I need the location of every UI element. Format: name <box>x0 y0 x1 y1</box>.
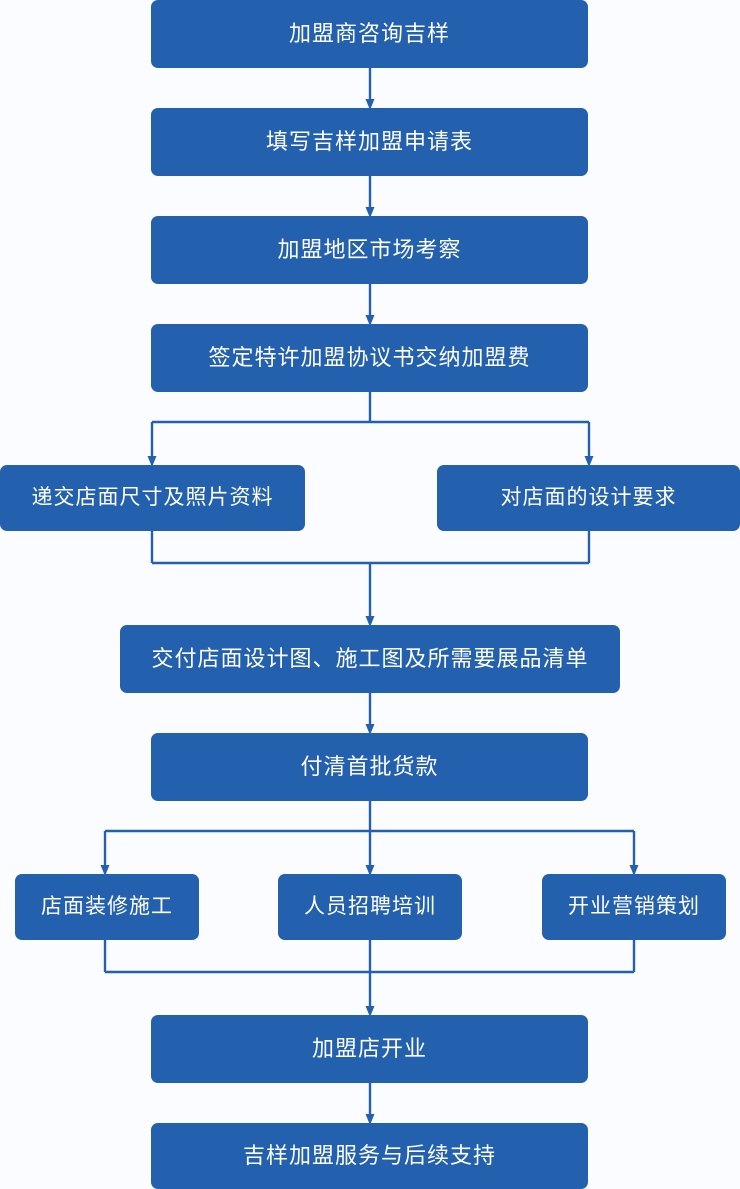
flow-node-step1-label: 加盟商咨询吉样 <box>288 20 450 46</box>
flow-node-step9[interactable]: 加盟店开业 <box>151 1015 588 1083</box>
flow-node-step7[interactable]: 付清首批货款 <box>151 733 588 801</box>
flow-node-step4-label: 签定特许加盟协议书交纳加盟费 <box>208 344 531 370</box>
flow-node-step8a[interactable]: 店面装修施工 <box>15 874 199 940</box>
flow-node-step5b[interactable]: 对店面的设计要求 <box>437 465 740 531</box>
flow-node-step8b-label: 人员招聘培训 <box>304 895 436 919</box>
flow-node-step8a-label: 店面装修施工 <box>41 895 173 919</box>
flow-node-step8c-label: 开业营销策划 <box>568 895 700 919</box>
flow-node-step10-label: 吉样加盟服务与后续支持 <box>242 1142 496 1168</box>
flow-node-step5b-label: 对店面的设计要求 <box>500 486 677 510</box>
flow-node-step6[interactable]: 交付店面设计图、施工图及所需要展品清单 <box>120 625 620 693</box>
flow-node-step2[interactable]: 填写吉样加盟申请表 <box>151 108 588 176</box>
flow-node-step5a-label: 递交店面尺寸及照片资料 <box>31 486 274 510</box>
flow-node-step2-label: 填写吉样加盟申请表 <box>265 128 473 154</box>
flow-node-step6-label: 交付店面设计图、施工图及所需要展品清单 <box>151 645 589 671</box>
flow-node-step3[interactable]: 加盟地区市场考察 <box>151 216 588 284</box>
flow-node-step5a[interactable]: 递交店面尺寸及照片资料 <box>0 465 305 531</box>
flow-node-step1[interactable]: 加盟商咨询吉样 <box>151 0 588 68</box>
flow-node-step9-label: 加盟店开业 <box>311 1035 427 1061</box>
flow-node-step8b[interactable]: 人员招聘培训 <box>278 874 462 940</box>
flow-node-step7-label: 付清首批货款 <box>300 753 439 779</box>
flow-node-step8c[interactable]: 开业营销策划 <box>542 874 726 940</box>
flow-node-step10[interactable]: 吉样加盟服务与后续支持 <box>151 1123 588 1189</box>
flow-node-step3-label: 加盟地区市场考察 <box>277 236 462 262</box>
flow-node-step4[interactable]: 签定特许加盟协议书交纳加盟费 <box>151 324 588 392</box>
